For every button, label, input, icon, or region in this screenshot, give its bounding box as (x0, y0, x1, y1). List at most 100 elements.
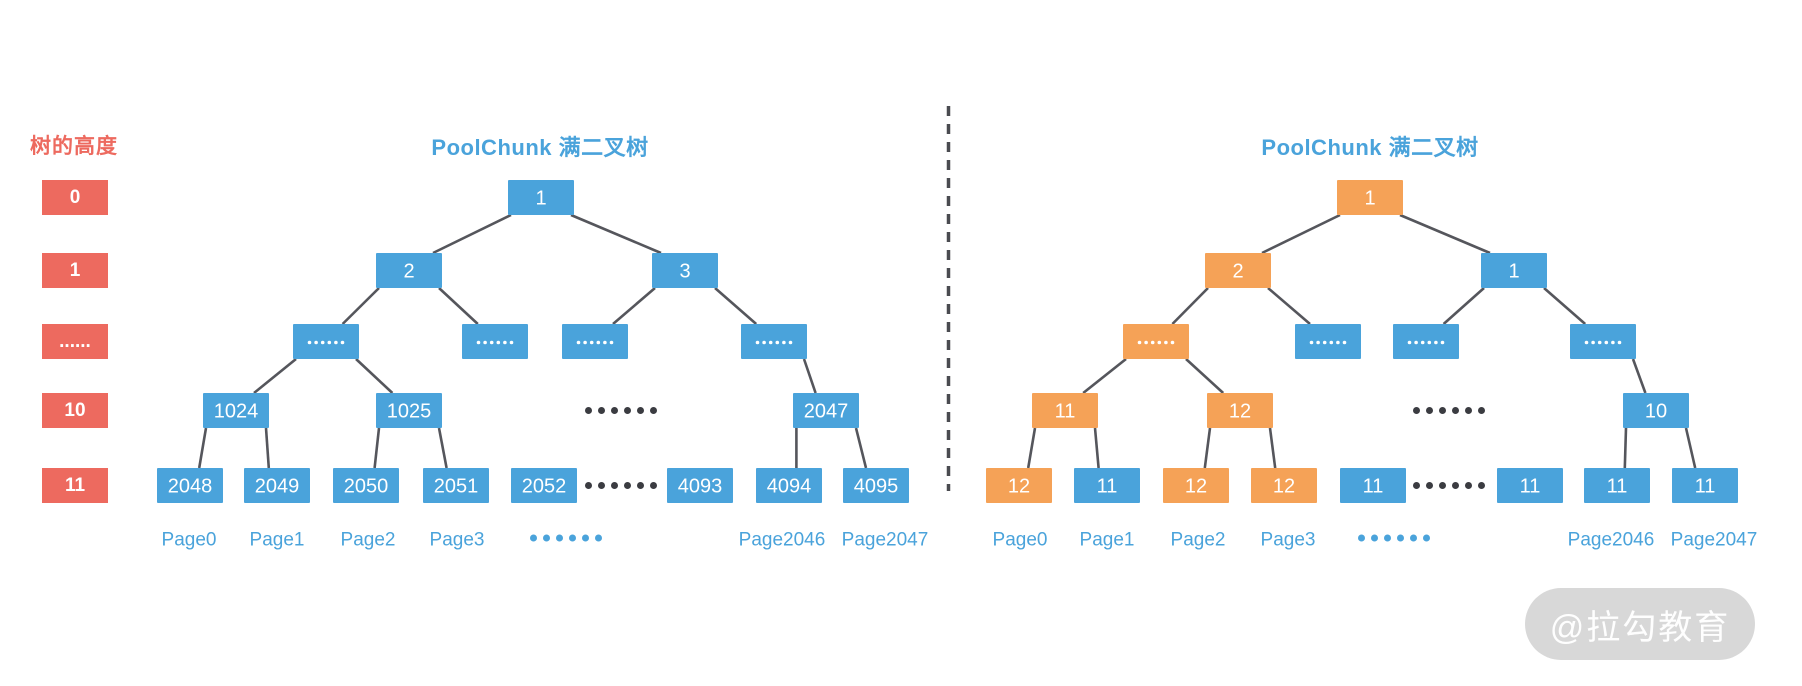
ellipsis-dots (1413, 407, 1420, 414)
legend-box-2: ...... (42, 324, 108, 359)
page-ellipsis-dots (569, 534, 576, 542)
tree-node (843, 468, 909, 503)
tree-edge (373, 427, 381, 469)
tree-edge (714, 287, 758, 325)
page-label: Page3 (1261, 530, 1316, 551)
right-tree-title: PoolChunk 满二叉树 (1261, 135, 1479, 160)
node-ellipsis-dot (576, 340, 581, 345)
tree-node-label: 11 (1607, 476, 1628, 498)
tree-node-label: 12 (1185, 476, 1207, 498)
node-ellipsis-dot (1611, 340, 1615, 345)
ellipsis-dots (650, 407, 657, 414)
tree-node (423, 468, 489, 503)
ellipsis-dots (650, 482, 657, 489)
page-label: Page0 (993, 530, 1048, 551)
ellipsis-dots (1426, 482, 1433, 489)
tree-edge (1171, 287, 1209, 325)
page-ellipsis-dots (530, 534, 537, 542)
tree-node (1337, 180, 1403, 215)
page-ellipsis-dots (1358, 534, 1365, 542)
tree-node-label: 2050 (344, 476, 389, 498)
tree-node-label: 4093 (678, 476, 723, 498)
tree-node (1623, 393, 1689, 428)
node-ellipsis-dot (1322, 340, 1327, 345)
node-ellipsis-dot (496, 340, 501, 345)
ellipsis-dots (1465, 407, 1472, 414)
tree-node-label: 2052 (522, 476, 567, 498)
tree-node-label: 11 (1097, 476, 1118, 498)
node-ellipsis-dot (314, 340, 318, 345)
page-label: Page2047 (1671, 530, 1758, 551)
tree-edge (355, 358, 394, 394)
ellipsis-dots (1439, 482, 1446, 489)
node-ellipsis-dot (1329, 340, 1334, 345)
tree-node-label: 4094 (767, 476, 812, 498)
page-label: Page2 (341, 530, 396, 551)
tree-edge (1399, 213, 1491, 255)
node-ellipsis-dot (340, 340, 345, 345)
watermark-badge: @拉勾教育 (1525, 588, 1755, 660)
tree-node (376, 253, 442, 288)
tree-edge (1203, 427, 1212, 469)
node-ellipsis-dot (603, 340, 607, 345)
node-ellipsis-dot (1150, 340, 1155, 345)
ellipsis-dots (1452, 482, 1459, 489)
page-label: Page1 (1080, 530, 1135, 551)
node-ellipsis-dot (1316, 340, 1320, 345)
tree-node (1163, 468, 1229, 503)
tree-node-label: 1025 (387, 401, 432, 423)
tree-node (1497, 468, 1563, 503)
node-ellipsis-dot (476, 340, 481, 345)
tree-node (1123, 324, 1189, 359)
tree-node (1251, 468, 1317, 503)
tree-edge (1442, 287, 1485, 325)
node-ellipsis-dot (1434, 340, 1438, 345)
node-ellipsis-dot (1420, 340, 1425, 345)
tree-edge (438, 287, 479, 325)
node-ellipsis-dot (1584, 340, 1589, 345)
node-ellipsis-dot (1427, 340, 1432, 345)
tree-node (667, 468, 733, 503)
page-label: Page2 (1171, 530, 1226, 551)
node-ellipsis-dot (1591, 340, 1595, 345)
tree-node (1393, 324, 1459, 359)
tree-node (1207, 393, 1273, 428)
ellipsis-dots (1426, 407, 1433, 414)
page-ellipsis-dots (556, 534, 563, 542)
tree-node (756, 468, 822, 503)
page-label: Page2046 (1568, 530, 1655, 551)
node-ellipsis-dot (483, 340, 487, 345)
node-ellipsis-dot (589, 340, 594, 345)
tree-node-label: 12 (1008, 476, 1030, 498)
tree-edge (1684, 427, 1697, 469)
node-ellipsis-dot (307, 340, 312, 345)
tree-edge (802, 358, 817, 394)
ellipsis-dots (585, 407, 592, 414)
ellipsis-dots (1478, 482, 1485, 489)
page-ellipsis-dots (582, 534, 589, 542)
tree-node (244, 468, 310, 503)
ellipsis-dots (611, 407, 618, 414)
page-ellipsis-dots (595, 534, 602, 542)
tree-edge (1185, 358, 1225, 394)
tree-edge (1082, 357, 1127, 395)
node-ellipsis-dot (1407, 340, 1412, 345)
tree-node (1074, 468, 1140, 503)
tree-node (1672, 468, 1738, 503)
page-label: Page2046 (739, 530, 826, 551)
legend-title: 树的高度 (30, 135, 118, 158)
tree-node (203, 393, 269, 428)
left-tree-title: PoolChunk 满二叉树 (431, 135, 649, 160)
tree-node (462, 324, 528, 359)
tree-node-label: 12 (1229, 401, 1251, 423)
ellipsis-dots (1478, 407, 1485, 414)
tree-node (793, 393, 859, 428)
ellipsis-dots (598, 407, 605, 414)
tree-node-label: 10 (1645, 401, 1667, 423)
tree-node-label: 2047 (804, 401, 849, 423)
node-ellipsis-dot (1617, 340, 1622, 345)
tree-edge (854, 427, 868, 469)
node-ellipsis-dot (583, 340, 587, 345)
